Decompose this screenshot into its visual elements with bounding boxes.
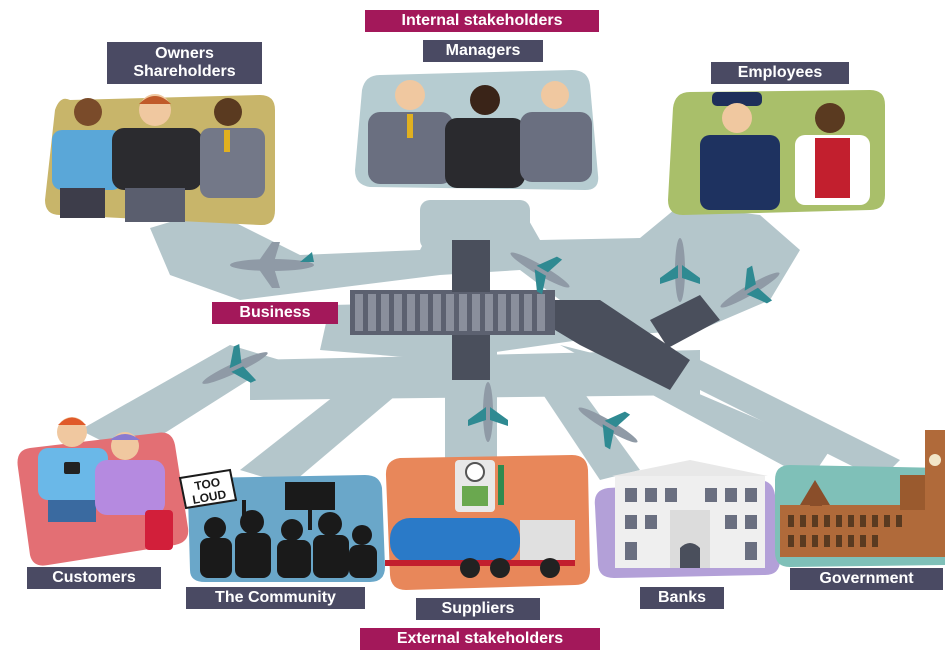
camera-icon bbox=[64, 462, 80, 474]
owners-label-line1: Owners bbox=[155, 45, 214, 62]
employees-label: Employees bbox=[711, 62, 849, 84]
business-terminal bbox=[350, 240, 720, 390]
owners-panel bbox=[45, 94, 275, 226]
airplane-icon bbox=[468, 382, 508, 442]
customers-panel bbox=[17, 417, 189, 566]
banks-panel bbox=[594, 460, 780, 578]
business-label: Business bbox=[212, 302, 338, 324]
owners-people-illustration bbox=[52, 94, 265, 222]
airplane-icon bbox=[720, 265, 780, 308]
owners-shareholders-label: Owners Shareholders bbox=[107, 42, 262, 84]
internal-stakeholders-header: Internal stakeholders bbox=[365, 10, 599, 32]
parliament-icon bbox=[780, 430, 945, 557]
owners-label-line2: Shareholders bbox=[133, 63, 236, 80]
suppliers-panel bbox=[385, 455, 590, 590]
airplane-icon bbox=[202, 343, 268, 384]
managers-panel bbox=[355, 70, 599, 190]
fuel-pump-icon bbox=[455, 460, 504, 512]
banks-label: Banks bbox=[640, 587, 724, 609]
government-label: Government bbox=[790, 568, 943, 590]
employees-panel bbox=[668, 90, 885, 215]
sign-line-1: TOO bbox=[193, 475, 221, 493]
community-panel: TOO LOUD bbox=[178, 468, 385, 582]
external-stakeholders-header: External stakeholders bbox=[360, 628, 600, 650]
government-panel bbox=[775, 430, 945, 567]
airplane-icon bbox=[578, 407, 638, 450]
airplane-icon bbox=[510, 252, 570, 295]
protest-crowd-illustration bbox=[200, 482, 377, 578]
customers-label: Customers bbox=[27, 567, 161, 589]
airplane-icon bbox=[230, 242, 314, 288]
employees-people-illustration bbox=[700, 92, 870, 210]
customers-tourists-illustration bbox=[38, 417, 173, 550]
bank-building-icon bbox=[612, 460, 768, 568]
managers-people-illustration bbox=[368, 80, 592, 188]
managers-label: Managers bbox=[423, 40, 543, 62]
community-label: The Community bbox=[186, 587, 365, 609]
suppliers-label: Suppliers bbox=[416, 598, 540, 620]
tanker-truck-icon bbox=[385, 518, 575, 578]
sign-line-2: LOUD bbox=[191, 487, 227, 507]
too-loud-sign: TOO LOUD bbox=[178, 468, 238, 510]
airplane-icon bbox=[660, 238, 700, 302]
